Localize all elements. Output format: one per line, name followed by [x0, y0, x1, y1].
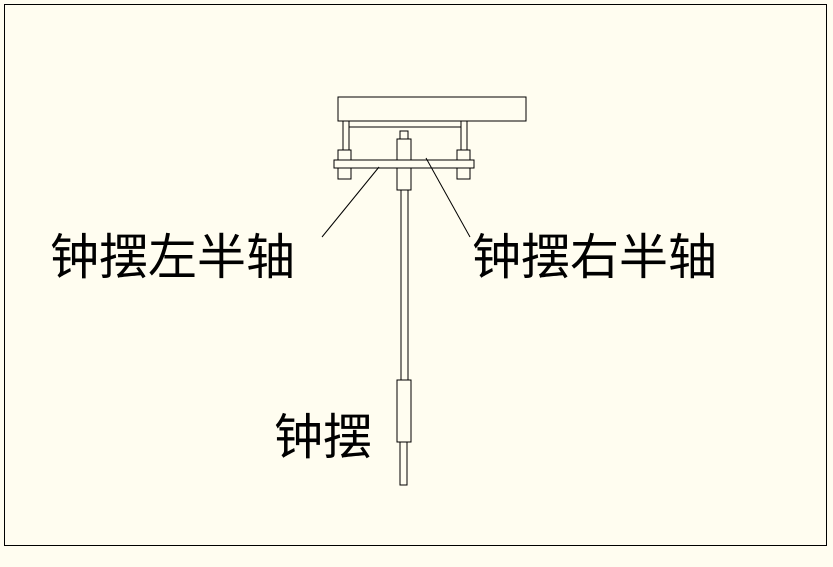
- left-shaft-leader-line: [321, 166, 380, 238]
- right-bearing-upper: [456, 149, 471, 161]
- top-bracket-beam: [337, 96, 527, 122]
- half-shaft-assembly: [333, 159, 475, 169]
- hub-upper: [396, 138, 412, 161]
- hub-lower: [396, 167, 412, 191]
- right-bearing-lower: [456, 167, 471, 180]
- right-half-shaft-label: 钟摆右半轴: [472, 229, 718, 286]
- left-half-shaft-label: 钟摆左半轴: [50, 229, 296, 286]
- left-bearing-lower: [337, 167, 352, 180]
- left-bearing-upper: [337, 149, 352, 161]
- right-shaft-leader-line: [425, 157, 471, 238]
- pendulum-label: 钟摆: [274, 409, 373, 466]
- drawing-frame: [4, 4, 827, 546]
- pendulum-bob: [396, 379, 412, 443]
- hub-cap: [399, 130, 409, 140]
- pendulum-tail: [399, 441, 408, 486]
